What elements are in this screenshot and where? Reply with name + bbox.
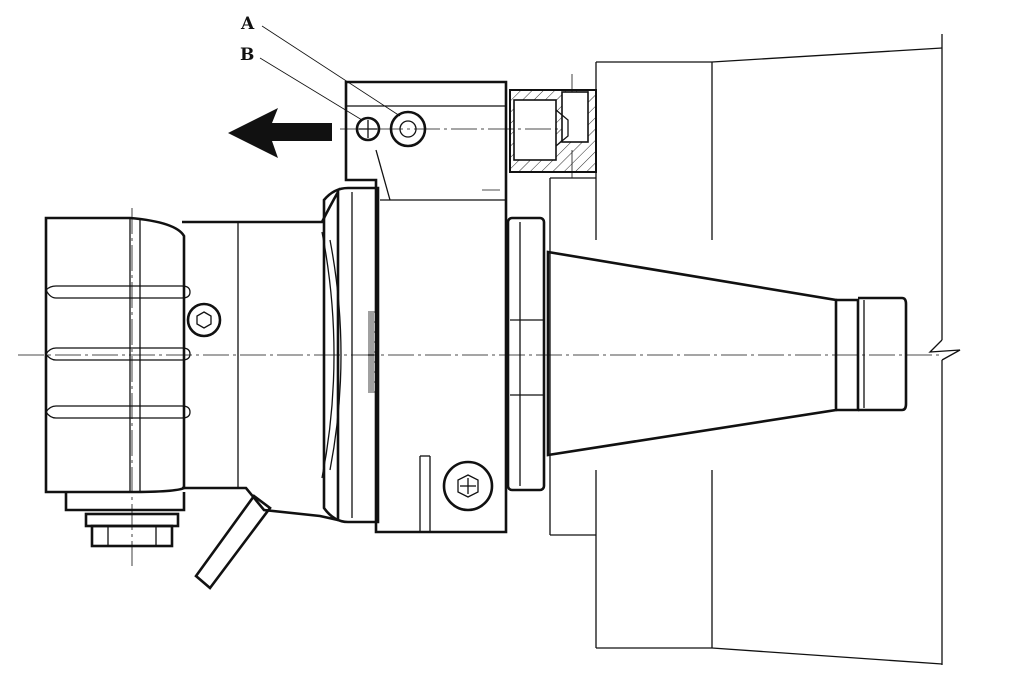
hex-socket-screw-icon xyxy=(186,302,222,338)
taper-shank xyxy=(546,250,838,457)
callout-label-a: A xyxy=(240,14,255,34)
machine-spindle-housing xyxy=(549,34,961,665)
callout-label-b: B xyxy=(240,45,254,65)
direction-arrow-left-icon xyxy=(228,108,332,158)
angle-scale xyxy=(368,311,378,393)
center-lines xyxy=(18,128,942,566)
adjuster-body xyxy=(344,80,508,534)
pull-stud xyxy=(836,296,908,412)
coolant-tube xyxy=(194,494,272,590)
angle-head-housing xyxy=(182,187,342,522)
flange-ring xyxy=(506,216,546,492)
output-spindle xyxy=(64,492,186,548)
callout-a: A xyxy=(240,14,401,117)
callout-b: B xyxy=(240,45,363,121)
hex-socket-screw-icon xyxy=(442,460,494,512)
drive-key-section xyxy=(509,74,597,178)
